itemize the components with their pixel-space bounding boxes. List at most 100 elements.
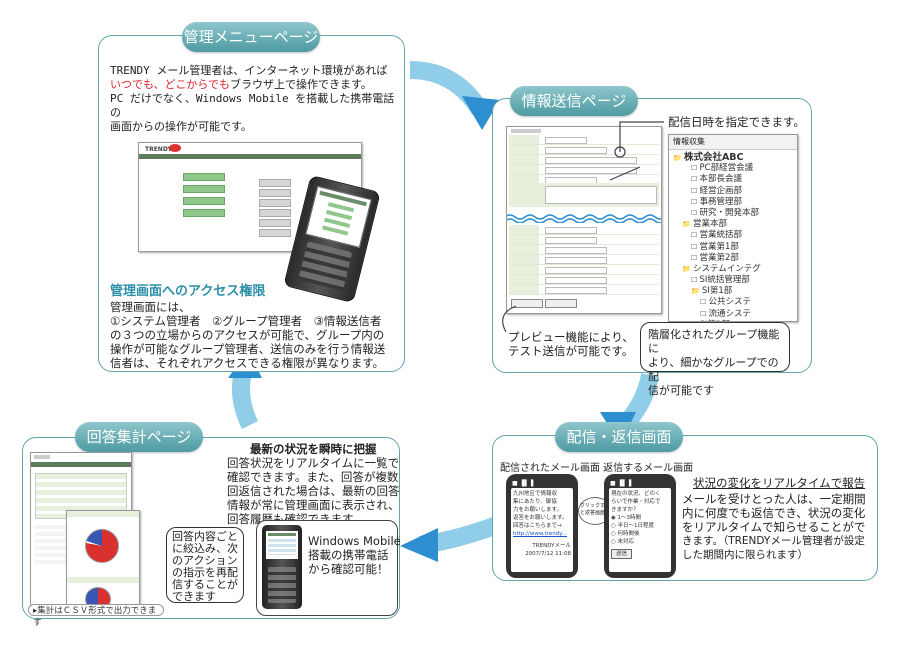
checkbox-icon: ☐ — [691, 231, 700, 240]
pie-chart-1 — [85, 529, 119, 563]
callout-preview-line2: テスト送信が可能です。 — [508, 344, 634, 358]
tree-item[interactable]: ☐ 公共システ — [673, 297, 797, 308]
tree-item[interactable]: 📁 株式会社ABC — [673, 152, 797, 163]
tree-item-label: SI第2部 — [700, 320, 730, 321]
checkbox-icon: ☐ — [691, 276, 700, 285]
phone-screen-item4 — [322, 225, 349, 236]
form-row-9-field — [545, 257, 607, 264]
form-row-12-label — [509, 285, 539, 294]
checkbox-icon: ☐ — [700, 309, 709, 318]
phone1-line4: 返答をお願いします。 — [513, 515, 568, 521]
csv-footer-text: 集計はＣＳＶ形式で出力できます — [33, 606, 157, 628]
tree-item[interactable]: ☐ PC部経営会議 — [673, 163, 797, 174]
form-row-4 — [509, 165, 659, 175]
tree-item[interactable]: ☐ SI統括管理部 — [673, 275, 797, 286]
tree-item[interactable]: ☐ SI第2部 — [673, 320, 797, 321]
phone1-link[interactable]: http://www.trendy... — [513, 531, 567, 537]
group-tree-header: 情報収集 — [669, 135, 797, 150]
tree-item-label: 研究・開発本部 — [699, 207, 760, 218]
summary-body-line3: 回返信された場合は、最新の回答 — [227, 484, 400, 498]
tree-item[interactable]: ☐ 事務管理部 — [673, 197, 797, 208]
menu-mock-7 — [259, 199, 291, 207]
tree-item-label: SI統括管理部 — [699, 275, 750, 286]
form-row-10 — [509, 265, 659, 275]
phone2-option1[interactable]: ◉ 1～3時間 — [611, 515, 642, 521]
form-body-textarea — [545, 186, 657, 204]
mobile-check-screen-bar — [268, 533, 296, 536]
tree-item[interactable]: ☐ 研究・開発本部 — [673, 208, 797, 219]
tree-item[interactable]: ☐ 営業第1部 — [673, 242, 797, 253]
callout-narrow-down: 回答内容ごと に絞込み、次 のアクション の指示を再配 信することが できます — [166, 527, 244, 603]
form-row-6 — [509, 225, 659, 235]
phone2-option4[interactable]: ○ 未対応 — [611, 539, 635, 545]
phone1-line1: 九州地区で情報収 — [513, 491, 558, 497]
mobile-check-screen-table — [268, 539, 296, 555]
phone-screen-bar — [319, 190, 367, 207]
tab-answer-summary: 回答集計ページ — [75, 422, 203, 452]
tree-item-label: 営業第1部 — [699, 241, 739, 252]
form-row-3-label — [509, 155, 539, 164]
admin-screenshot-bar — [139, 154, 361, 159]
callout-narrow-line1: 回答内容ごと — [172, 530, 238, 543]
summary-body-line1: 回答状況をリアルタイムに一覧で — [227, 456, 400, 470]
admin-desc-highlight: いつでも、どこからでも — [110, 78, 231, 91]
tab-send-info: 情報送信ページ — [510, 86, 638, 116]
realtime-line5: した期間内に限られます） — [682, 549, 808, 561]
form-row-3-field — [545, 157, 637, 164]
admin-desc-line4: 画面からの操作が可能です。 — [110, 120, 252, 133]
folder-icon: 📁 — [691, 287, 702, 296]
form-row-9 — [509, 255, 659, 265]
realtime-line4: きます。（TRENDYメール管理者が設定 — [682, 535, 865, 547]
callout-group: 階層化されたグループ機能に より、細かなグループでの配 信が可能です — [640, 322, 790, 397]
form-row-6-label — [509, 225, 539, 234]
mobile-check-phone — [262, 525, 302, 609]
form-send-button[interactable] — [545, 299, 577, 308]
phone-delivered-mail: ■ ▐▌▐ 九州地区で情報収 集にあたり、御協 力をお願いします。 返答をお願い… — [506, 474, 578, 578]
form-row-2-field — [545, 147, 607, 154]
tree-item[interactable]: ☐ 経営企画部 — [673, 186, 797, 197]
phone-click-bubble-text: クリックすると返答画面へ — [579, 503, 610, 516]
form-bottom-section — [509, 225, 659, 295]
phones-label: 配信されたメール画面 返信するメール画面 — [500, 463, 694, 474]
form-row-8-label — [509, 245, 539, 254]
access-body-line1: 管理画面には、 — [110, 300, 191, 314]
form-row-12-field — [545, 287, 607, 294]
folder-icon: 📁 — [682, 220, 693, 229]
phone-screen — [305, 185, 372, 248]
tab-delivery: 配信・返信画面 — [555, 422, 683, 452]
phone2-send-button[interactable]: 送信 — [611, 549, 633, 559]
realtime-line2: 内に何度でも返信でき、状況の変化 — [682, 506, 866, 520]
form-row-5-label — [509, 175, 539, 184]
tree-item[interactable]: ☐ 営業第2部 — [673, 253, 797, 264]
tree-item[interactable]: ☐ 営業統括部 — [673, 230, 797, 241]
form-row-11 — [509, 275, 659, 285]
access-body: 管理画面には、 ①システム管理者 ②グループ管理者 ③情報送信者 の３つの立場か… — [110, 300, 402, 370]
csv-bullet-icon: ▸ — [33, 606, 38, 616]
phone1-screen: 九州地区で情報収 集にあたり、御協 力をお願いします。 返答をお願いします。 回… — [511, 488, 573, 572]
tree-item[interactable]: 📁 SI第1部 — [673, 286, 797, 297]
preview-callout-line — [502, 305, 517, 333]
tree-item[interactable]: 📁 営業本部 — [673, 219, 797, 230]
tree-item[interactable]: 📁 システムインテグ — [673, 264, 797, 275]
form-row-4-label — [509, 165, 539, 174]
form-preview-button[interactable] — [511, 299, 543, 308]
form-body-label — [509, 183, 659, 207]
phone2-option3[interactable]: ○ 何時間後 — [611, 531, 640, 537]
admin-desc-line2-rest: ブラウザ上で操作できます。 — [230, 78, 372, 91]
tree-item-label: 流通システ — [708, 308, 752, 319]
form-row-10-label — [509, 265, 539, 274]
group-tree-body: 📁 株式会社ABC☐ PC部経営会議☐ 本部長会議☐ 経営企画部☐ 事務管理部☐… — [669, 150, 797, 321]
summary-body-line4: 情報が常に管理画面に表示され、 — [227, 498, 400, 512]
callout-narrow-line6: できます — [172, 590, 216, 603]
phone2-option2[interactable]: ○ 半日～1日程度 — [611, 523, 655, 529]
access-body-line3: の３つの立場からのアクセスが可能で、グループ内の — [110, 328, 385, 342]
admin-desc-line2: いつでも、どこからでもブラウザ上で操作できます。 — [110, 78, 402, 92]
tree-item[interactable]: ☐ 流通システ — [673, 309, 797, 320]
form-row-12 — [509, 285, 659, 295]
date-callout-lines — [609, 121, 664, 181]
form-row-2-label — [509, 145, 539, 154]
callout-group-line3: 信が可能です — [648, 384, 714, 397]
tree-item[interactable]: ☐ 本部長会議 — [673, 174, 797, 185]
tab-admin-menu: 管理メニューページ — [182, 22, 320, 52]
tree-item-label: システムインテグ — [692, 263, 761, 274]
